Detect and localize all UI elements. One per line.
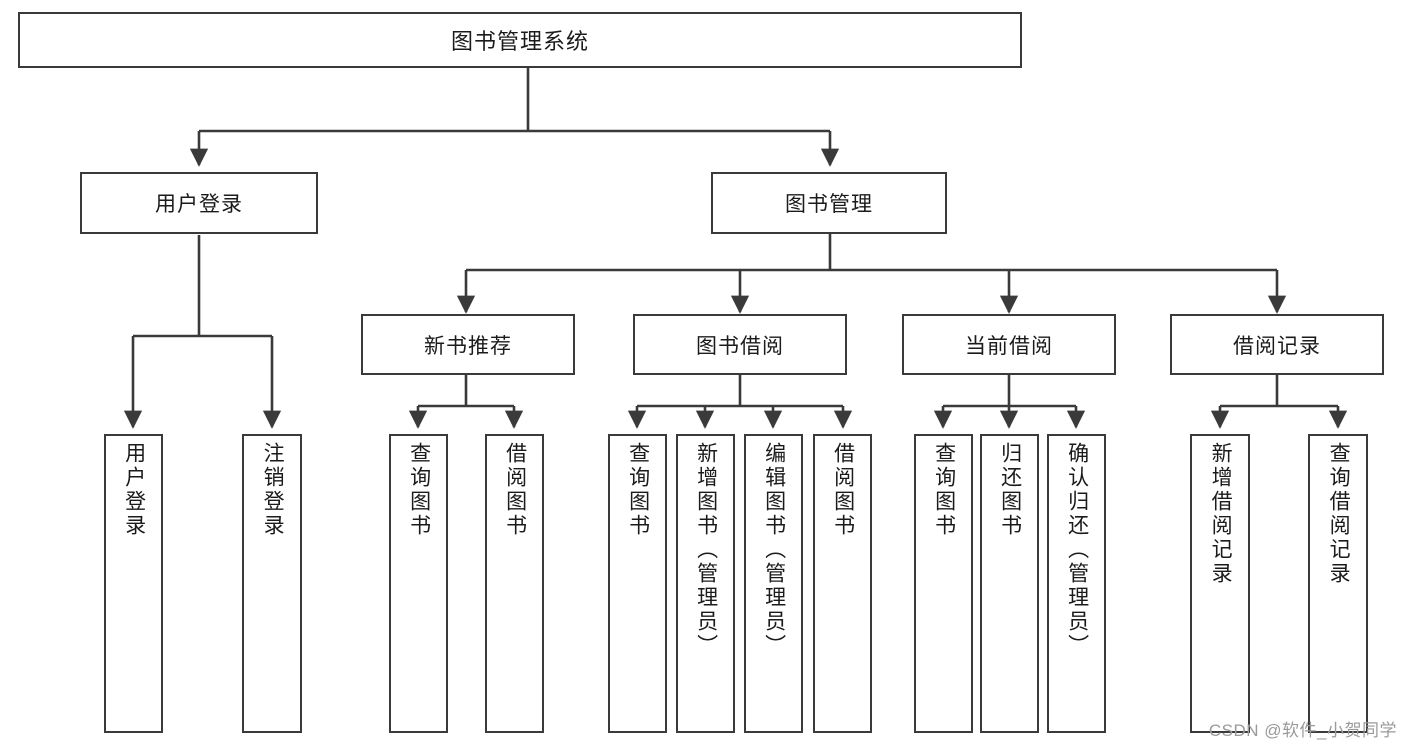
node-leaf-confirm-return-label: 确认归还（管理员） xyxy=(1065,442,1089,658)
watermark-text: CSDN @软件_小贺同学 xyxy=(1208,721,1397,740)
node-leaf-borrow-book-1[interactable]: 借阅图书 xyxy=(485,434,544,733)
node-leaf-query-book-3[interactable]: 查询图书 xyxy=(914,434,973,733)
node-current-borrow[interactable]: 当前借阅 xyxy=(902,314,1116,375)
node-leaf-edit-book-label: 编辑图书（管理员） xyxy=(762,442,786,658)
node-new-book-recommend[interactable]: 新书推荐 xyxy=(361,314,575,375)
node-leaf-add-record[interactable]: 新增借阅记录 xyxy=(1190,434,1250,733)
node-leaf-query-book-2-label: 查询图书 xyxy=(626,442,650,538)
node-book-borrow-label: 图书借阅 xyxy=(696,334,784,358)
node-leaf-borrow-book-2-label: 借阅图书 xyxy=(831,442,855,538)
node-leaf-query-book-2[interactable]: 查询图书 xyxy=(608,434,667,733)
node-leaf-user-login[interactable]: 用户登录 xyxy=(104,434,163,733)
node-leaf-user-login-label: 用户登录 xyxy=(122,442,146,538)
node-root-system-label: 图书管理系统 xyxy=(450,29,589,54)
node-borrow-record-label: 借阅记录 xyxy=(1233,334,1321,358)
node-leaf-query-book-1[interactable]: 查询图书 xyxy=(389,434,448,733)
node-leaf-add-record-label: 新增借阅记录 xyxy=(1209,442,1233,586)
node-leaf-query-record[interactable]: 查询借阅记录 xyxy=(1308,434,1368,733)
node-leaf-add-book[interactable]: 新增图书（管理员） xyxy=(676,434,735,733)
node-leaf-borrow-book-2[interactable]: 借阅图书 xyxy=(813,434,872,733)
node-borrow-record[interactable]: 借阅记录 xyxy=(1170,314,1384,375)
node-user-login-label: 用户登录 xyxy=(155,193,243,216)
node-leaf-add-book-label: 新增图书（管理员） xyxy=(694,442,718,658)
node-leaf-return-book-label: 归还图书 xyxy=(998,442,1022,538)
node-leaf-user-logout-label: 注销登录 xyxy=(261,442,285,538)
node-leaf-confirm-return[interactable]: 确认归还（管理员） xyxy=(1047,434,1106,733)
node-user-login[interactable]: 用户登录 xyxy=(80,172,318,234)
node-leaf-query-book-1-label: 查询图书 xyxy=(407,442,431,538)
node-leaf-return-book[interactable]: 归还图书 xyxy=(980,434,1039,733)
node-leaf-user-logout[interactable]: 注销登录 xyxy=(242,434,302,733)
node-current-borrow-label: 当前借阅 xyxy=(965,334,1053,358)
node-leaf-query-record-label: 查询借阅记录 xyxy=(1327,442,1351,586)
node-book-borrow[interactable]: 图书借阅 xyxy=(633,314,847,375)
node-book-manage-label: 图书管理 xyxy=(785,193,873,216)
node-root-system[interactable]: 图书管理系统 xyxy=(18,12,1022,68)
node-new-book-recommend-label: 新书推荐 xyxy=(424,334,512,358)
node-leaf-query-book-3-label: 查询图书 xyxy=(932,442,956,538)
node-book-manage[interactable]: 图书管理 xyxy=(711,172,947,234)
node-leaf-edit-book[interactable]: 编辑图书（管理员） xyxy=(744,434,803,733)
node-leaf-borrow-book-1-label: 借阅图书 xyxy=(503,442,527,538)
